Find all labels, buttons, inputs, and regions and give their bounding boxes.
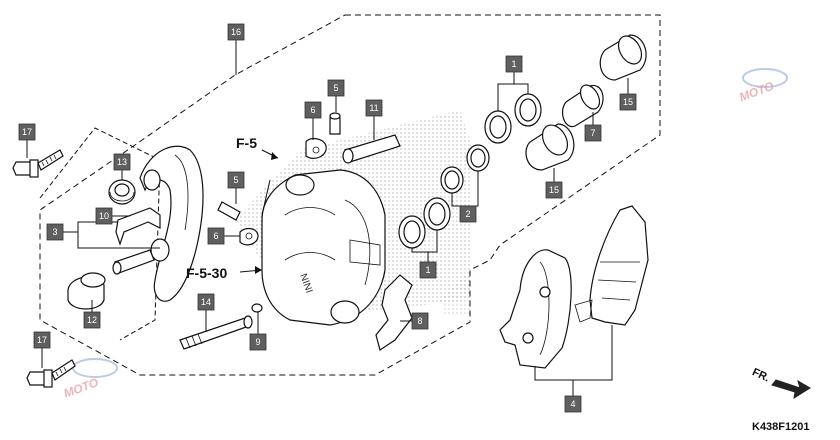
brake-pad-rear: [574, 205, 649, 326]
svg-text:3: 3: [52, 227, 57, 237]
svg-text:2: 2: [465, 209, 470, 219]
rubber-boot-13: [108, 179, 136, 205]
svg-text:16: 16: [231, 27, 241, 37]
pin-11: [342, 134, 401, 164]
piston-seals-2: [440, 144, 490, 194]
svg-text:1: 1: [425, 265, 430, 275]
callout-3: 3: [46, 223, 64, 241]
svg-text:15: 15: [549, 185, 559, 195]
slide-pin-3: [112, 249, 155, 275]
callout-17-top: 17: [18, 123, 36, 141]
washer-9: [251, 303, 263, 313]
svg-text:FR.: FR.: [750, 366, 771, 384]
piston-seals-1-upper: [484, 93, 542, 144]
svg-text:5: 5: [233, 175, 238, 185]
callout-14: 14: [197, 293, 215, 311]
callout-13: 13: [113, 153, 131, 171]
pin-14: [179, 315, 253, 350]
caliper-bracket: [139, 145, 204, 302]
brake-pad-front: [499, 249, 572, 369]
svg-text:17: 17: [37, 335, 47, 345]
callout-8: 8: [411, 312, 429, 330]
callout-11: 11: [365, 99, 383, 117]
callout-17-bottom: 17: [33, 331, 51, 349]
bleeder-valve-upper: [305, 112, 341, 159]
bleeder-valve-lower: [217, 201, 259, 246]
retainer-clip-10: [115, 207, 161, 246]
callout-9: 9: [249, 333, 267, 351]
svg-text:6: 6: [310, 105, 315, 115]
svg-text:MOTO: MOTO: [737, 79, 776, 105]
svg-text:9: 9: [255, 337, 260, 347]
watermark-logo-top: MOTO: [737, 68, 788, 105]
svg-text:6: 6: [213, 231, 218, 241]
pin-boot-12: [67, 272, 106, 310]
svg-text:F-5-30: F-5-30: [186, 265, 227, 281]
svg-text:11: 11: [369, 103, 378, 113]
callout-15-lower: 15: [545, 181, 563, 199]
callout-1-lower: 1: [419, 261, 437, 279]
bolt-17-top: [12, 149, 64, 178]
svg-text:17: 17: [22, 127, 32, 137]
callout-10: 10: [95, 207, 113, 225]
callout-5-lower: 5: [227, 171, 245, 189]
svg-text:14: 14: [201, 297, 211, 307]
piston-15-lower: [525, 123, 575, 171]
callout-1-upper: 1: [505, 55, 523, 73]
callout-6-lower: 6: [207, 227, 225, 245]
pad-spring-8: [375, 274, 413, 351]
svg-text:7: 7: [590, 128, 595, 138]
callout-15-upper: 15: [619, 93, 637, 111]
callout-6-upper: 6: [304, 101, 322, 119]
svg-text:12: 12: [87, 315, 97, 325]
svg-text:MOTO: MOTO: [62, 375, 101, 401]
diagram-code: K438F1201: [752, 421, 810, 433]
callout-5-upper: 5: [327, 79, 345, 97]
callout-16: 16: [227, 23, 245, 41]
callout-2: 2: [459, 205, 477, 223]
svg-text:4: 4: [570, 399, 575, 409]
svg-text:8: 8: [417, 316, 422, 326]
callout-7: 7: [584, 124, 602, 142]
piston-seals-1-lower: [398, 197, 451, 249]
svg-text:5: 5: [333, 83, 338, 93]
piston-7: [562, 84, 604, 128]
callout-12: 12: [83, 311, 101, 329]
piston-15-upper: [599, 34, 647, 81]
svg-text:13: 13: [117, 157, 127, 167]
ref-f5: F-5: [236, 135, 279, 216]
callout-4: 4: [564, 395, 582, 413]
svg-text:10: 10: [99, 211, 109, 221]
svg-text:15: 15: [623, 97, 633, 107]
svg-text:1: 1: [511, 59, 516, 69]
svg-text:F-5: F-5: [236, 135, 257, 151]
front-direction-arrow: FR.: [750, 366, 811, 400]
ref-f5-30: F-5-30: [186, 265, 263, 281]
bolt-17-bottom: [26, 359, 76, 388]
caliper-body: NINI: [261, 169, 386, 326]
